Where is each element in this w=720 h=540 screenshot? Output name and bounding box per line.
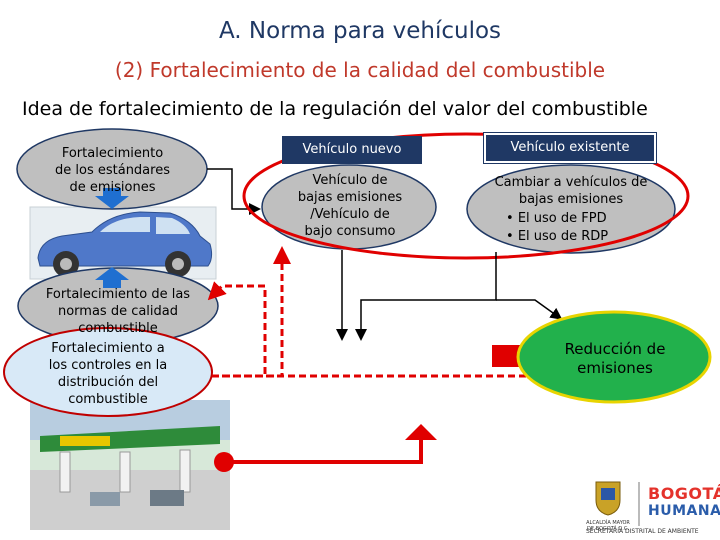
gas-station-illustration [30, 400, 230, 530]
down-arrow-icon [95, 188, 129, 209]
standards-connector [207, 168, 261, 215]
distribution-dashed-arrow [207, 281, 267, 378]
existing-vehicle-label: Cambiar a vehículos de bajas emisiones [494, 175, 648, 207]
logo-divider [638, 482, 640, 526]
standards-label: Fortalecimiento de los estándares de emi… [55, 146, 170, 195]
existing-vehicle-connector-a [355, 252, 497, 341]
result-ellipse [516, 310, 712, 404]
vehicles-highlight-oval [242, 132, 690, 260]
existing-vehicle-ellipse [466, 164, 676, 254]
fuel-quality-label: Fortalecimiento de las normas de calidad… [45, 287, 191, 336]
new-vehicle-header: Vehículo nuevo [282, 136, 422, 164]
idea-heading: Idea de fortalecimiento de la regulación… [22, 98, 648, 120]
existing-vehicle-header: Vehículo existente [484, 133, 656, 163]
vehicles-dashed-arrow [212, 246, 291, 378]
new-vehicle-label: Vehículo de bajas emisiones /Vehículo de… [297, 173, 403, 239]
slide-subtitle: (2) Fortalecimiento de la calidad del co… [114, 58, 606, 82]
bullet-item: • El uso de RDP [506, 229, 609, 244]
result-label: Reducción de emisiones [564, 340, 666, 377]
distribution-ellipse [3, 327, 213, 417]
red-up-arrow-icon [405, 424, 437, 440]
car-illustration [29, 206, 217, 280]
bogota-wordmark: BOGOTÁ [648, 484, 720, 503]
gas-station-line [224, 440, 423, 464]
distribution-label: Fortalecimiento a los controles en la di… [48, 341, 168, 407]
alcaldia-logo: ALCALDÍA MAYOR DE BOGOTÁ D.C. [584, 478, 632, 534]
existing-vehicle-bullets: • El uso de FPD • El uso de RDP [506, 210, 656, 246]
bullet-item: • El uso de FPD [506, 211, 607, 226]
secretaria-text: SECRETARÍA DISTRITAL DE AMBIENTE [586, 528, 699, 535]
slide-title: A. Norma para vehículos [218, 18, 502, 44]
humana-wordmark: HUMANA [648, 503, 720, 519]
up-arrow-icon [95, 267, 129, 288]
existing-vehicle-connector-b [496, 299, 563, 320]
coat-of-arms-icon [595, 481, 621, 516]
